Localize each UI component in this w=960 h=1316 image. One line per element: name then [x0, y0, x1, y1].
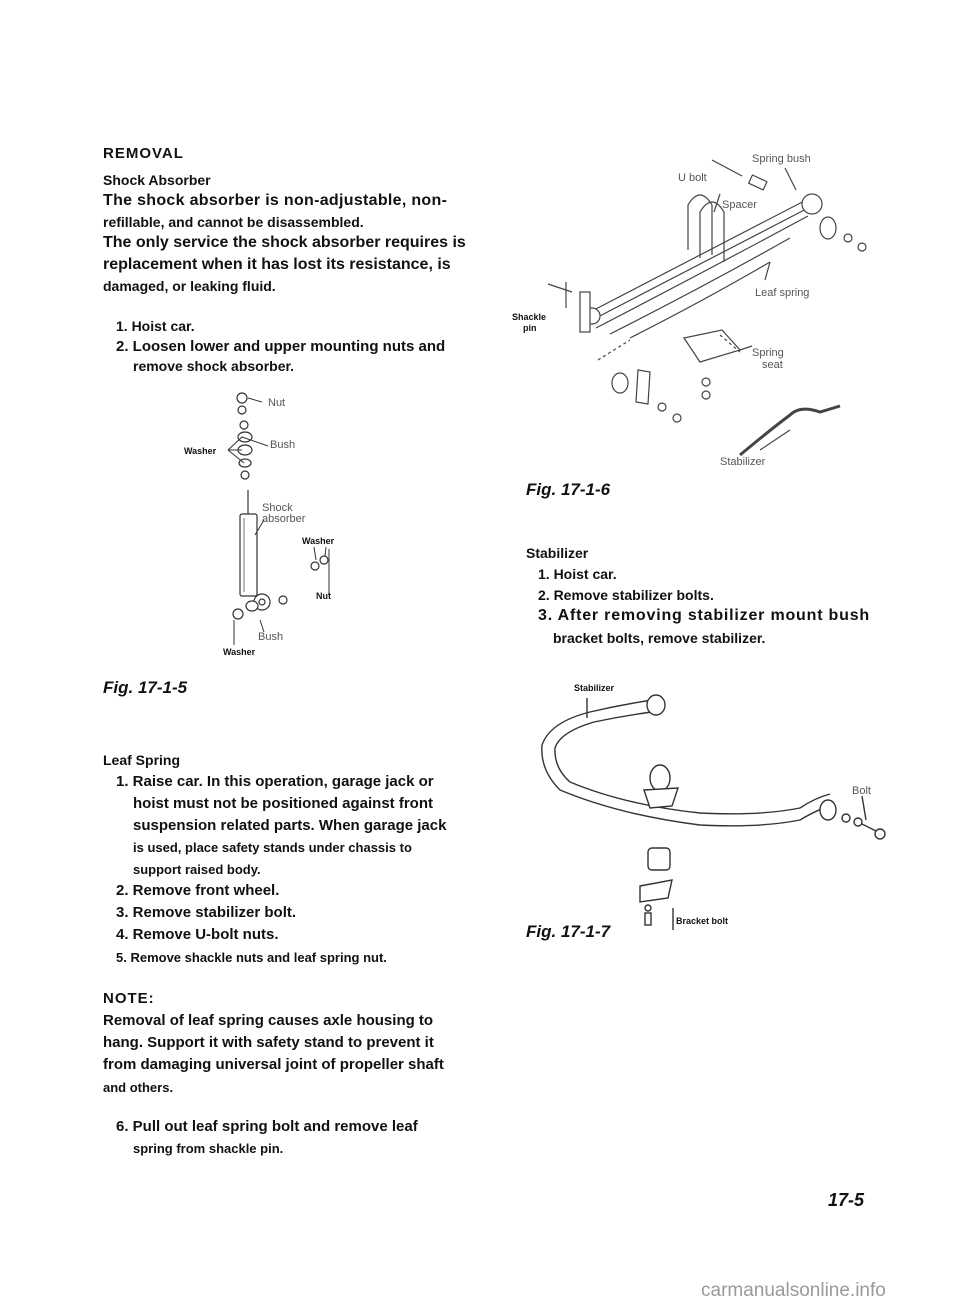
label-u-bolt: U bolt	[678, 172, 707, 184]
step-item: 1. Hoist car.	[538, 566, 617, 582]
u-bolt-part	[687, 194, 713, 255]
label-stabilizer: Stabilizer	[720, 456, 766, 468]
label-spacer: Spacer	[722, 199, 757, 211]
note-line: and others.	[103, 1080, 174, 1095]
paragraph-line: The shock absorber is non-adjustable, no…	[103, 192, 448, 209]
step-item: is used, place safety stands under chass…	[133, 840, 412, 855]
bush-part	[245, 600, 259, 612]
step-item: 3. Remove stabilizer bolt.	[116, 904, 297, 921]
paragraph-line: damaged, or leaking fluid.	[103, 278, 276, 294]
washer-part	[239, 420, 249, 430]
label-washer-bottom: Washer	[223, 647, 256, 657]
note-line: Removal of leaf spring causes axle housi…	[103, 1012, 434, 1029]
step-item: hoist must not be positioned against fro…	[133, 795, 433, 812]
step-item: 1. Raise car. In this operation, garage …	[116, 773, 434, 790]
step-item: spring from shackle pin.	[133, 1141, 284, 1156]
step-item: suspension related parts. When garage ja…	[133, 817, 447, 834]
label-stabilizer-fig7: Stabilizer	[574, 683, 615, 693]
step-item: 2. Loosen lower and upper mounting nuts …	[116, 338, 446, 355]
step-item: 2. Remove front wheel.	[116, 882, 280, 899]
paragraph-line: refillable, and cannot be disassembled.	[103, 214, 364, 230]
label-bracket-bolt: Bracket bolt	[676, 916, 729, 926]
section-heading-removal: REMOVAL	[103, 145, 184, 162]
label-absorber: absorber	[262, 513, 306, 525]
washer-part	[278, 595, 288, 605]
label-leaf-spring: Leaf spring	[755, 287, 809, 299]
paragraph-line: The only service the shock absorber requ…	[103, 234, 466, 251]
step-item: 2. Remove stabilizer bolts.	[538, 587, 714, 603]
figure-caption-17-1-7: Fig. 17-1-7	[526, 922, 611, 941]
spring-eye	[801, 193, 823, 215]
nut-part	[236, 392, 248, 404]
label-washer-top: Washer	[184, 446, 217, 456]
label-spring-bush: Spring bush	[752, 153, 811, 165]
step-item: 5. Remove shackle nuts and leaf spring n…	[116, 950, 387, 965]
label-nut-mid: Nut	[316, 591, 331, 601]
washer-part	[310, 561, 320, 571]
note-heading: NOTE:	[103, 990, 155, 1007]
label-bolt: Bolt	[852, 785, 871, 797]
label-bush-bottom: Bush	[258, 631, 283, 643]
subheading-stabilizer: Stabilizer	[526, 545, 589, 561]
mount-bracket	[643, 787, 679, 809]
watermark-text: carmanualsonline.info	[701, 1280, 886, 1301]
step-item: 4. Remove U-bolt nuts.	[116, 926, 279, 943]
figure-caption-17-1-6: Fig. 17-1-6	[526, 480, 611, 499]
spacer-part	[747, 174, 768, 191]
step-item: 3. After removing stabilizer mount bush	[538, 607, 870, 624]
nut-part	[319, 555, 329, 565]
figure-caption-17-1-5: Fig. 17-1-5	[103, 678, 188, 697]
stabilizer-bar	[541, 699, 833, 827]
paragraph-line: replacement when it has lost its resista…	[103, 256, 451, 273]
step-item: bracket bolts, remove stabilizer.	[553, 630, 766, 646]
mount-bush	[649, 764, 671, 792]
label-shackle: Shackle	[512, 312, 547, 322]
end-bush	[819, 799, 837, 821]
washer-part	[240, 470, 250, 480]
washer-part	[237, 405, 247, 415]
spring-bush-part	[819, 216, 837, 240]
page-number: 17-5	[828, 1190, 865, 1210]
step-item: 6. Pull out leaf spring bolt and remove …	[116, 1118, 418, 1135]
note-line: from damaging universal joint of propell…	[103, 1056, 444, 1073]
label-shock: Shock	[262, 502, 293, 514]
label-seat: seat	[762, 359, 783, 371]
stabilizer-part	[739, 404, 841, 457]
step-item: 1. Hoist car.	[116, 318, 195, 334]
step-item: remove shock absorber.	[133, 358, 295, 374]
bush-part	[647, 847, 671, 871]
subheading-leaf-spring: Leaf Spring	[103, 752, 181, 768]
washer-part	[232, 608, 244, 620]
label-pin: pin	[523, 323, 537, 333]
label-bush-top: Bush	[270, 439, 295, 451]
subheading-shock-absorber: Shock Absorber	[103, 172, 211, 188]
bracket-part	[639, 879, 673, 903]
bolt-part	[861, 823, 879, 833]
shackle-part	[579, 291, 591, 333]
u-bolt-part	[699, 201, 725, 262]
note-line: hang. Support it with safety stand to pr…	[103, 1034, 434, 1051]
end-bush	[646, 694, 666, 716]
step-item: support raised body.	[133, 862, 261, 877]
label-spring: Spring	[752, 347, 784, 359]
label-nut-top: Nut	[268, 397, 285, 409]
label-washer-mid: Washer	[302, 536, 335, 546]
